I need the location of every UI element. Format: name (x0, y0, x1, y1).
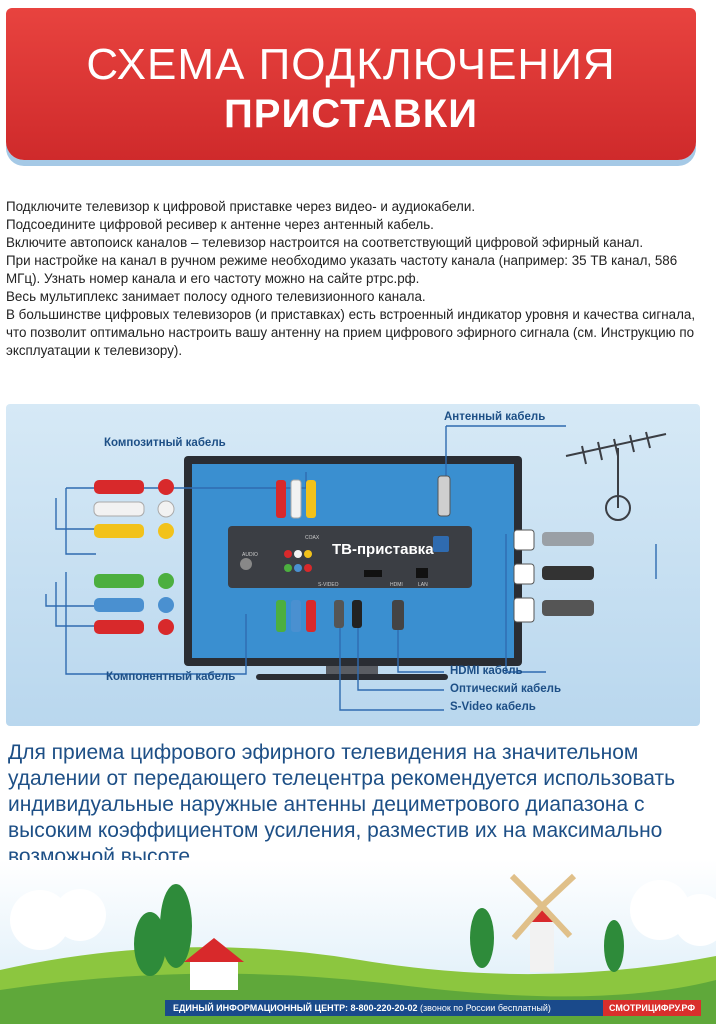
jack-yellow (158, 523, 174, 539)
footer-info: ЕДИНЫЙ ИНФОРМАЦИОННЫЙ ЦЕНТР: 8-800-220-2… (173, 1000, 551, 1016)
port-white (294, 550, 302, 558)
hotline-text: ЕДИНЫЙ ИНФОРМАЦИОННЫЙ ЦЕНТР: 8-800-220-2… (173, 1003, 418, 1013)
jack-red (158, 479, 174, 495)
optical-cable-plug (542, 566, 594, 580)
port-coax-label: COAX (305, 535, 320, 541)
antenna-recommendation: Для приема цифрового эфирного телевидени… (8, 740, 708, 870)
composite-cable-label: Композитный кабель (104, 437, 226, 449)
house-icon (184, 938, 244, 990)
plug-blue (94, 598, 144, 612)
intro-paragraph: Подсоедините цифровой ресивер к антенне … (6, 217, 434, 232)
plug-red (306, 600, 316, 632)
optical-cable-label: Оптический кабель (450, 683, 561, 695)
plug-red (276, 480, 286, 518)
component-cable-label: Компонентный кабель (106, 671, 235, 683)
footer-site[interactable]: СМОТРИЦИФРУ.РФ (603, 1000, 701, 1016)
plug-yellow (306, 480, 316, 518)
intro-paragraph: Подключите телевизор к цифровой приставк… (6, 199, 476, 214)
footer-bar: ЕДИНЫЙ ИНФОРМАЦИОННЫЙ ЦЕНТР: 8-800-220-2… (165, 1000, 701, 1016)
intro-paragraph: В большинстве цифровых телевизоров (и пр… (6, 307, 696, 358)
jack-white (157, 500, 175, 518)
plug-blue (291, 600, 301, 632)
hdmi-plug (392, 600, 404, 630)
connection-diagram-svg: ТВ-приставка AUDIO S-VIDEO HDMI LAN COAX (45, 411, 667, 713)
recommendation-line: индивидуальные наружные антенны дециметр… (8, 793, 645, 816)
port-blue (294, 564, 302, 572)
optical-plug (352, 600, 362, 628)
jack-hdmi (513, 597, 535, 623)
intro-text: Подключите телевизор к цифровой приставк… (6, 198, 700, 360)
tv-neck (326, 666, 378, 674)
port-audio-label: AUDIO (242, 552, 258, 558)
hdmi-cable-label: HDMI кабель (450, 665, 523, 677)
plug-yellow (94, 524, 144, 538)
port-lan-label: LAN (418, 582, 428, 588)
intro-paragraph: При настройке на канал в ручном режиме н… (6, 253, 678, 286)
port-lan (416, 568, 428, 578)
hdmi-cable-plug (542, 600, 594, 616)
trees (134, 884, 624, 976)
tv-stand (256, 674, 448, 680)
recommendation-line: Для приема цифрового эфирного телевидени… (8, 741, 639, 764)
windmill-icon (509, 873, 577, 972)
jack-svideo (513, 529, 535, 551)
port-green (284, 564, 292, 572)
jack-green (158, 573, 174, 589)
jack-red (158, 619, 174, 635)
antenna-plug (437, 475, 451, 517)
svideo-plug (334, 600, 344, 628)
plug-red (94, 620, 144, 634)
hotline-note: (звонок по России бесплатный) (420, 1003, 551, 1013)
box-label: ТВ-приставка (332, 541, 434, 558)
port-optical (433, 536, 449, 552)
recommendation-line: высоким коэффициентом усиления, размести… (8, 819, 663, 842)
port-red (284, 550, 292, 558)
intro-paragraph: Весь мультиплекс занимает полосу одного … (6, 289, 426, 304)
plug-green (94, 574, 144, 588)
jack-blue (158, 597, 174, 613)
port-hdmi-label: HDMI (390, 582, 403, 588)
set-top-box (228, 526, 472, 588)
plug-white (290, 479, 302, 519)
port-svideo-label: S-VIDEO (318, 582, 339, 588)
title-banner: СХЕМА ПОДКЛЮЧЕНИЯ ПРИСТАВКИ (6, 8, 696, 160)
clouds (10, 880, 716, 950)
title-line-2: ПРИСТАВКИ (224, 92, 478, 136)
title-line-1: СХЕМА ПОДКЛЮЧЕНИЯ (86, 40, 616, 89)
plug-green (276, 600, 286, 632)
port-antenna (240, 558, 252, 570)
recommendation-line: удалении от передающего телецентра реком… (8, 767, 676, 790)
port-yellow (304, 550, 312, 558)
connection-diagram: ТВ-приставка AUDIO S-VIDEO HDMI LAN COAX (6, 404, 700, 726)
port-hdmi (364, 570, 382, 577)
intro-paragraph: Включите автопоиск каналов – телевизор н… (6, 235, 644, 250)
plug-red (94, 480, 144, 494)
antenna-cable-label: Антенный кабель (444, 411, 545, 423)
port-red (304, 564, 312, 572)
svideo-cable-label: S-Video кабель (450, 701, 536, 713)
plug-white (93, 501, 145, 517)
cable-lines (45, 425, 657, 711)
antenna-icon (565, 431, 667, 521)
jack-optical (513, 563, 535, 585)
svideo-cable-plug (542, 532, 594, 546)
